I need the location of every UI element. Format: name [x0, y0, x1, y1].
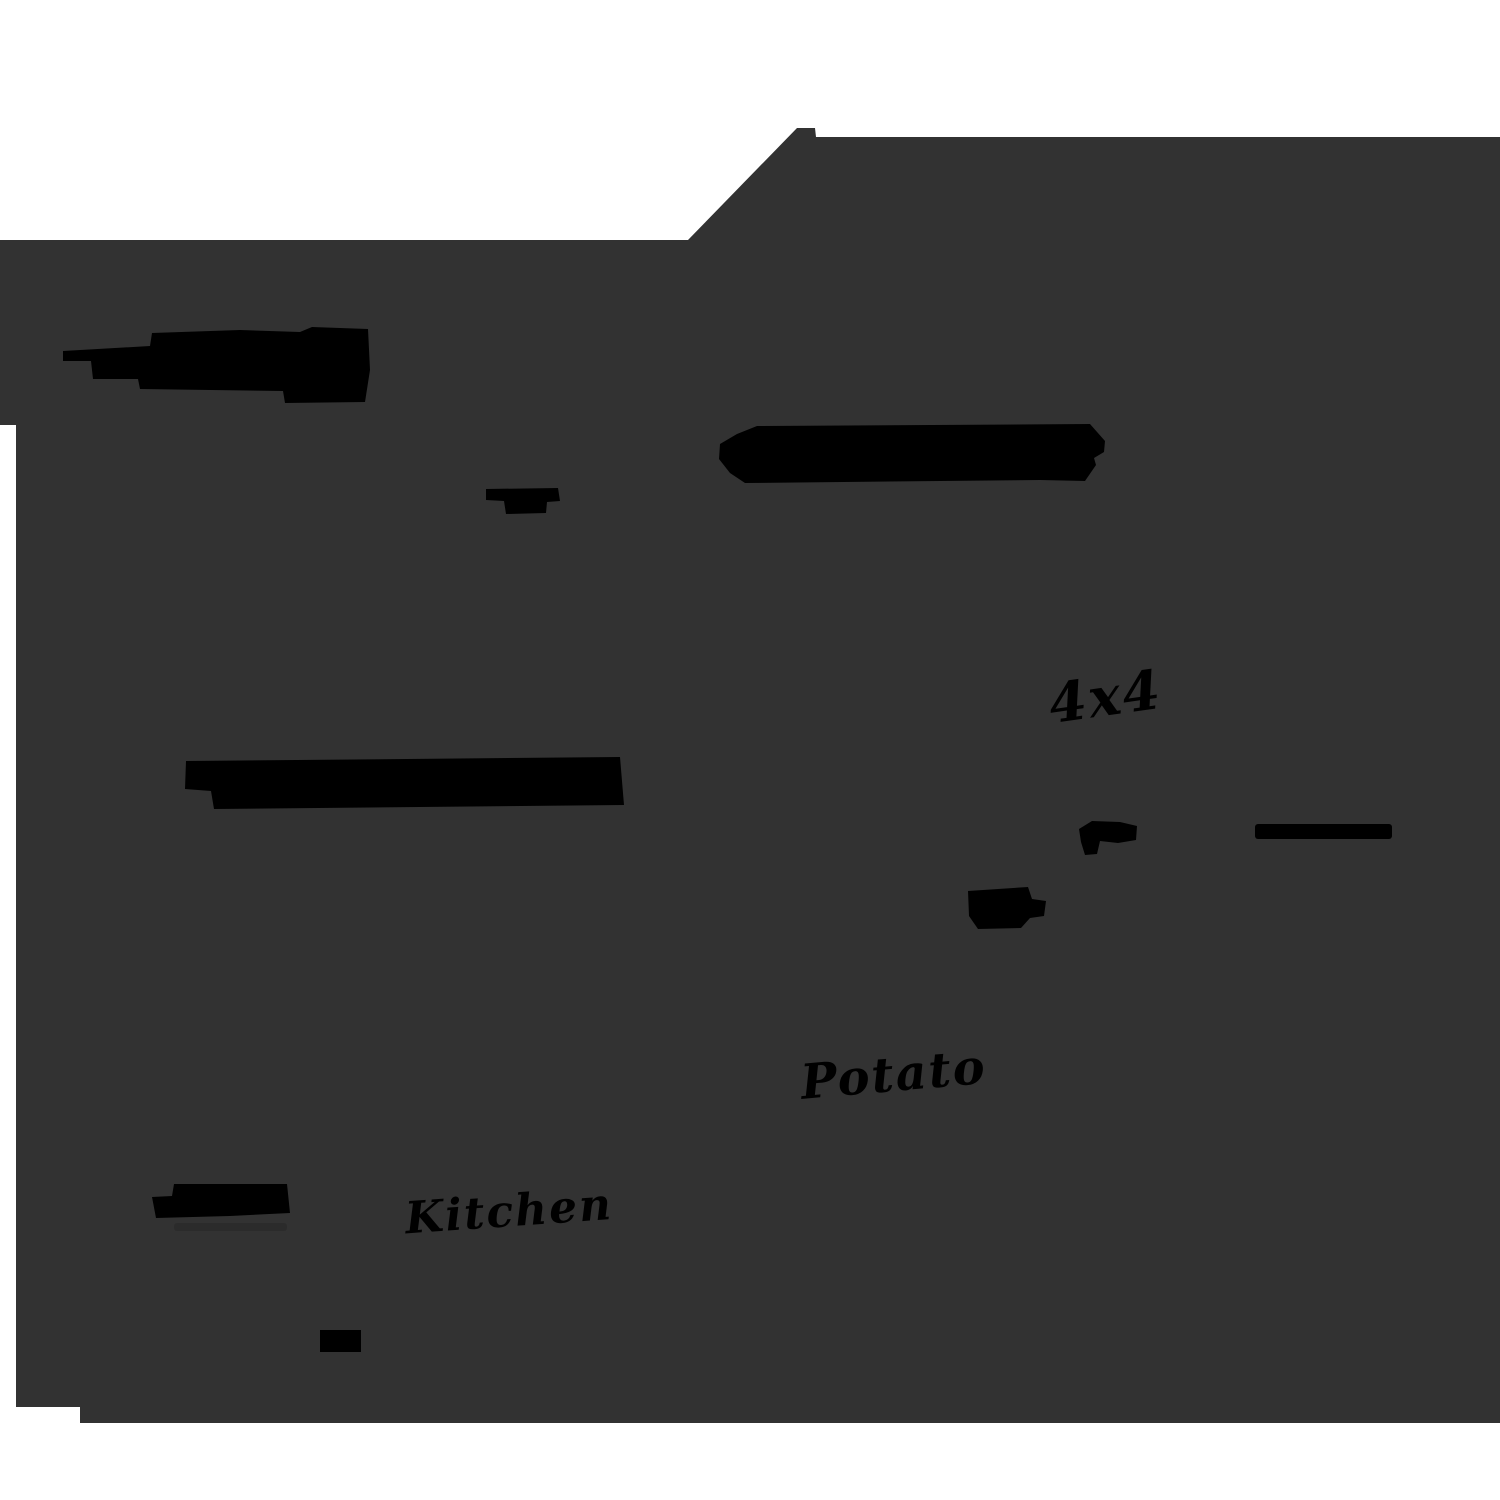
ink-blob-bottom-left [152, 1184, 290, 1218]
ink-blob-top-left [63, 327, 370, 403]
ink-mark-small-right [1079, 821, 1137, 855]
ink-blob-cup [968, 887, 1046, 929]
ink-horizontal-bar [1255, 824, 1392, 839]
page-silhouette [0, 128, 1500, 1423]
ink-blob-long-banner [719, 424, 1105, 483]
label-dimension: 4x4 [1045, 657, 1166, 736]
ink-blob-small-bowl [486, 488, 560, 514]
ink-small-rect [320, 1330, 361, 1352]
ink-blob-mid-left-band [185, 757, 624, 809]
faint-underline [174, 1223, 287, 1231]
